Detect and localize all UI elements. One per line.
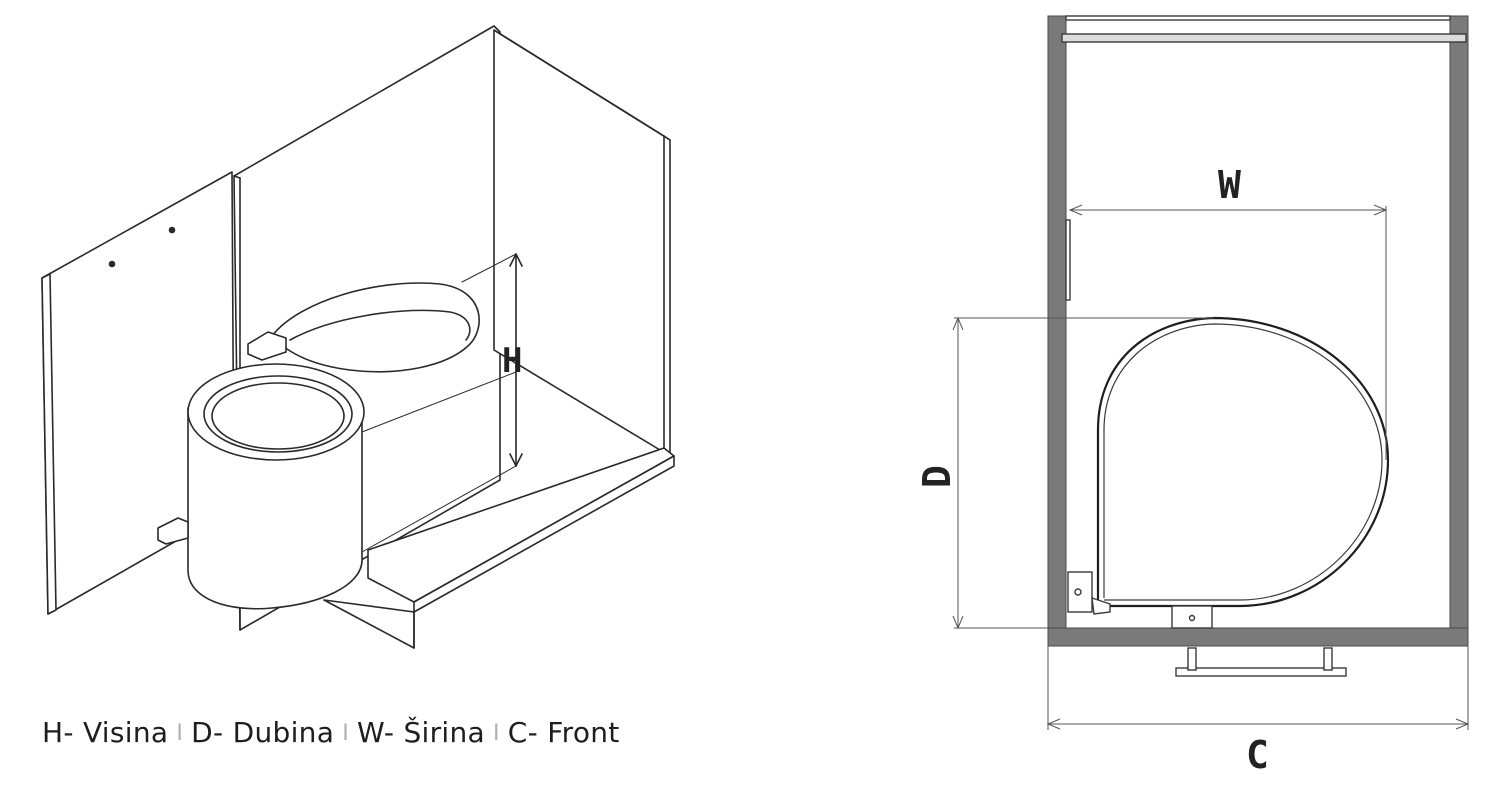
center-mount-screw <box>1188 614 1196 622</box>
legend-separator: I <box>493 721 500 746</box>
hinge-arm <box>1091 596 1111 615</box>
legend-item-height: H- Visina <box>42 716 169 749</box>
door-hole-2 <box>168 226 176 234</box>
legend-separator: I <box>176 721 184 746</box>
h-dimension-label: H <box>502 341 522 381</box>
left-wall-notch <box>1065 219 1071 301</box>
front-panel <box>1047 627 1469 647</box>
handle-post-right <box>1323 647 1333 671</box>
h-extension-top <box>461 253 517 283</box>
h-extension-bottom <box>361 465 517 553</box>
c-dimension-label: C <box>1246 733 1269 777</box>
bin-body <box>187 407 363 610</box>
dimension-legend: H- Visina I D- Dubina I W- Širina I C- Front <box>42 716 620 756</box>
cabinet-bottom-front <box>413 455 675 613</box>
bin-top-inner-2 <box>211 382 345 450</box>
front-handle <box>1175 667 1347 677</box>
bin-lid <box>271 282 480 373</box>
w-dimension-label: W <box>1218 163 1241 207</box>
right-wall <box>1449 15 1469 647</box>
door-hole-1 <box>108 260 116 268</box>
lid-hinge <box>247 331 287 361</box>
legend-separator: I <box>342 721 349 746</box>
legend-item-width: W- Širina <box>356 716 485 749</box>
back-panel-corner <box>233 175 241 179</box>
d-dimension-label: D <box>915 465 959 488</box>
back-wall-line <box>1065 15 1451 21</box>
bin-outline <box>1096 316 1390 608</box>
w-arrow-left <box>1068 204 1083 216</box>
legend-item-depth: D- Dubina <box>191 716 335 749</box>
bin-inner-outline <box>1103 323 1383 601</box>
left-wall <box>1047 15 1067 647</box>
legend-item-front: C- Front <box>507 716 620 749</box>
side-panel-edge <box>493 29 671 141</box>
back-rail <box>1061 33 1467 43</box>
bin-lid-rim <box>289 309 471 341</box>
bin-bottom-bracket <box>157 517 189 545</box>
cabinet-door-edge <box>41 273 57 615</box>
h-guide-mid <box>361 371 517 433</box>
handle-post-left <box>1187 647 1197 671</box>
hinge-screw <box>1074 588 1082 596</box>
